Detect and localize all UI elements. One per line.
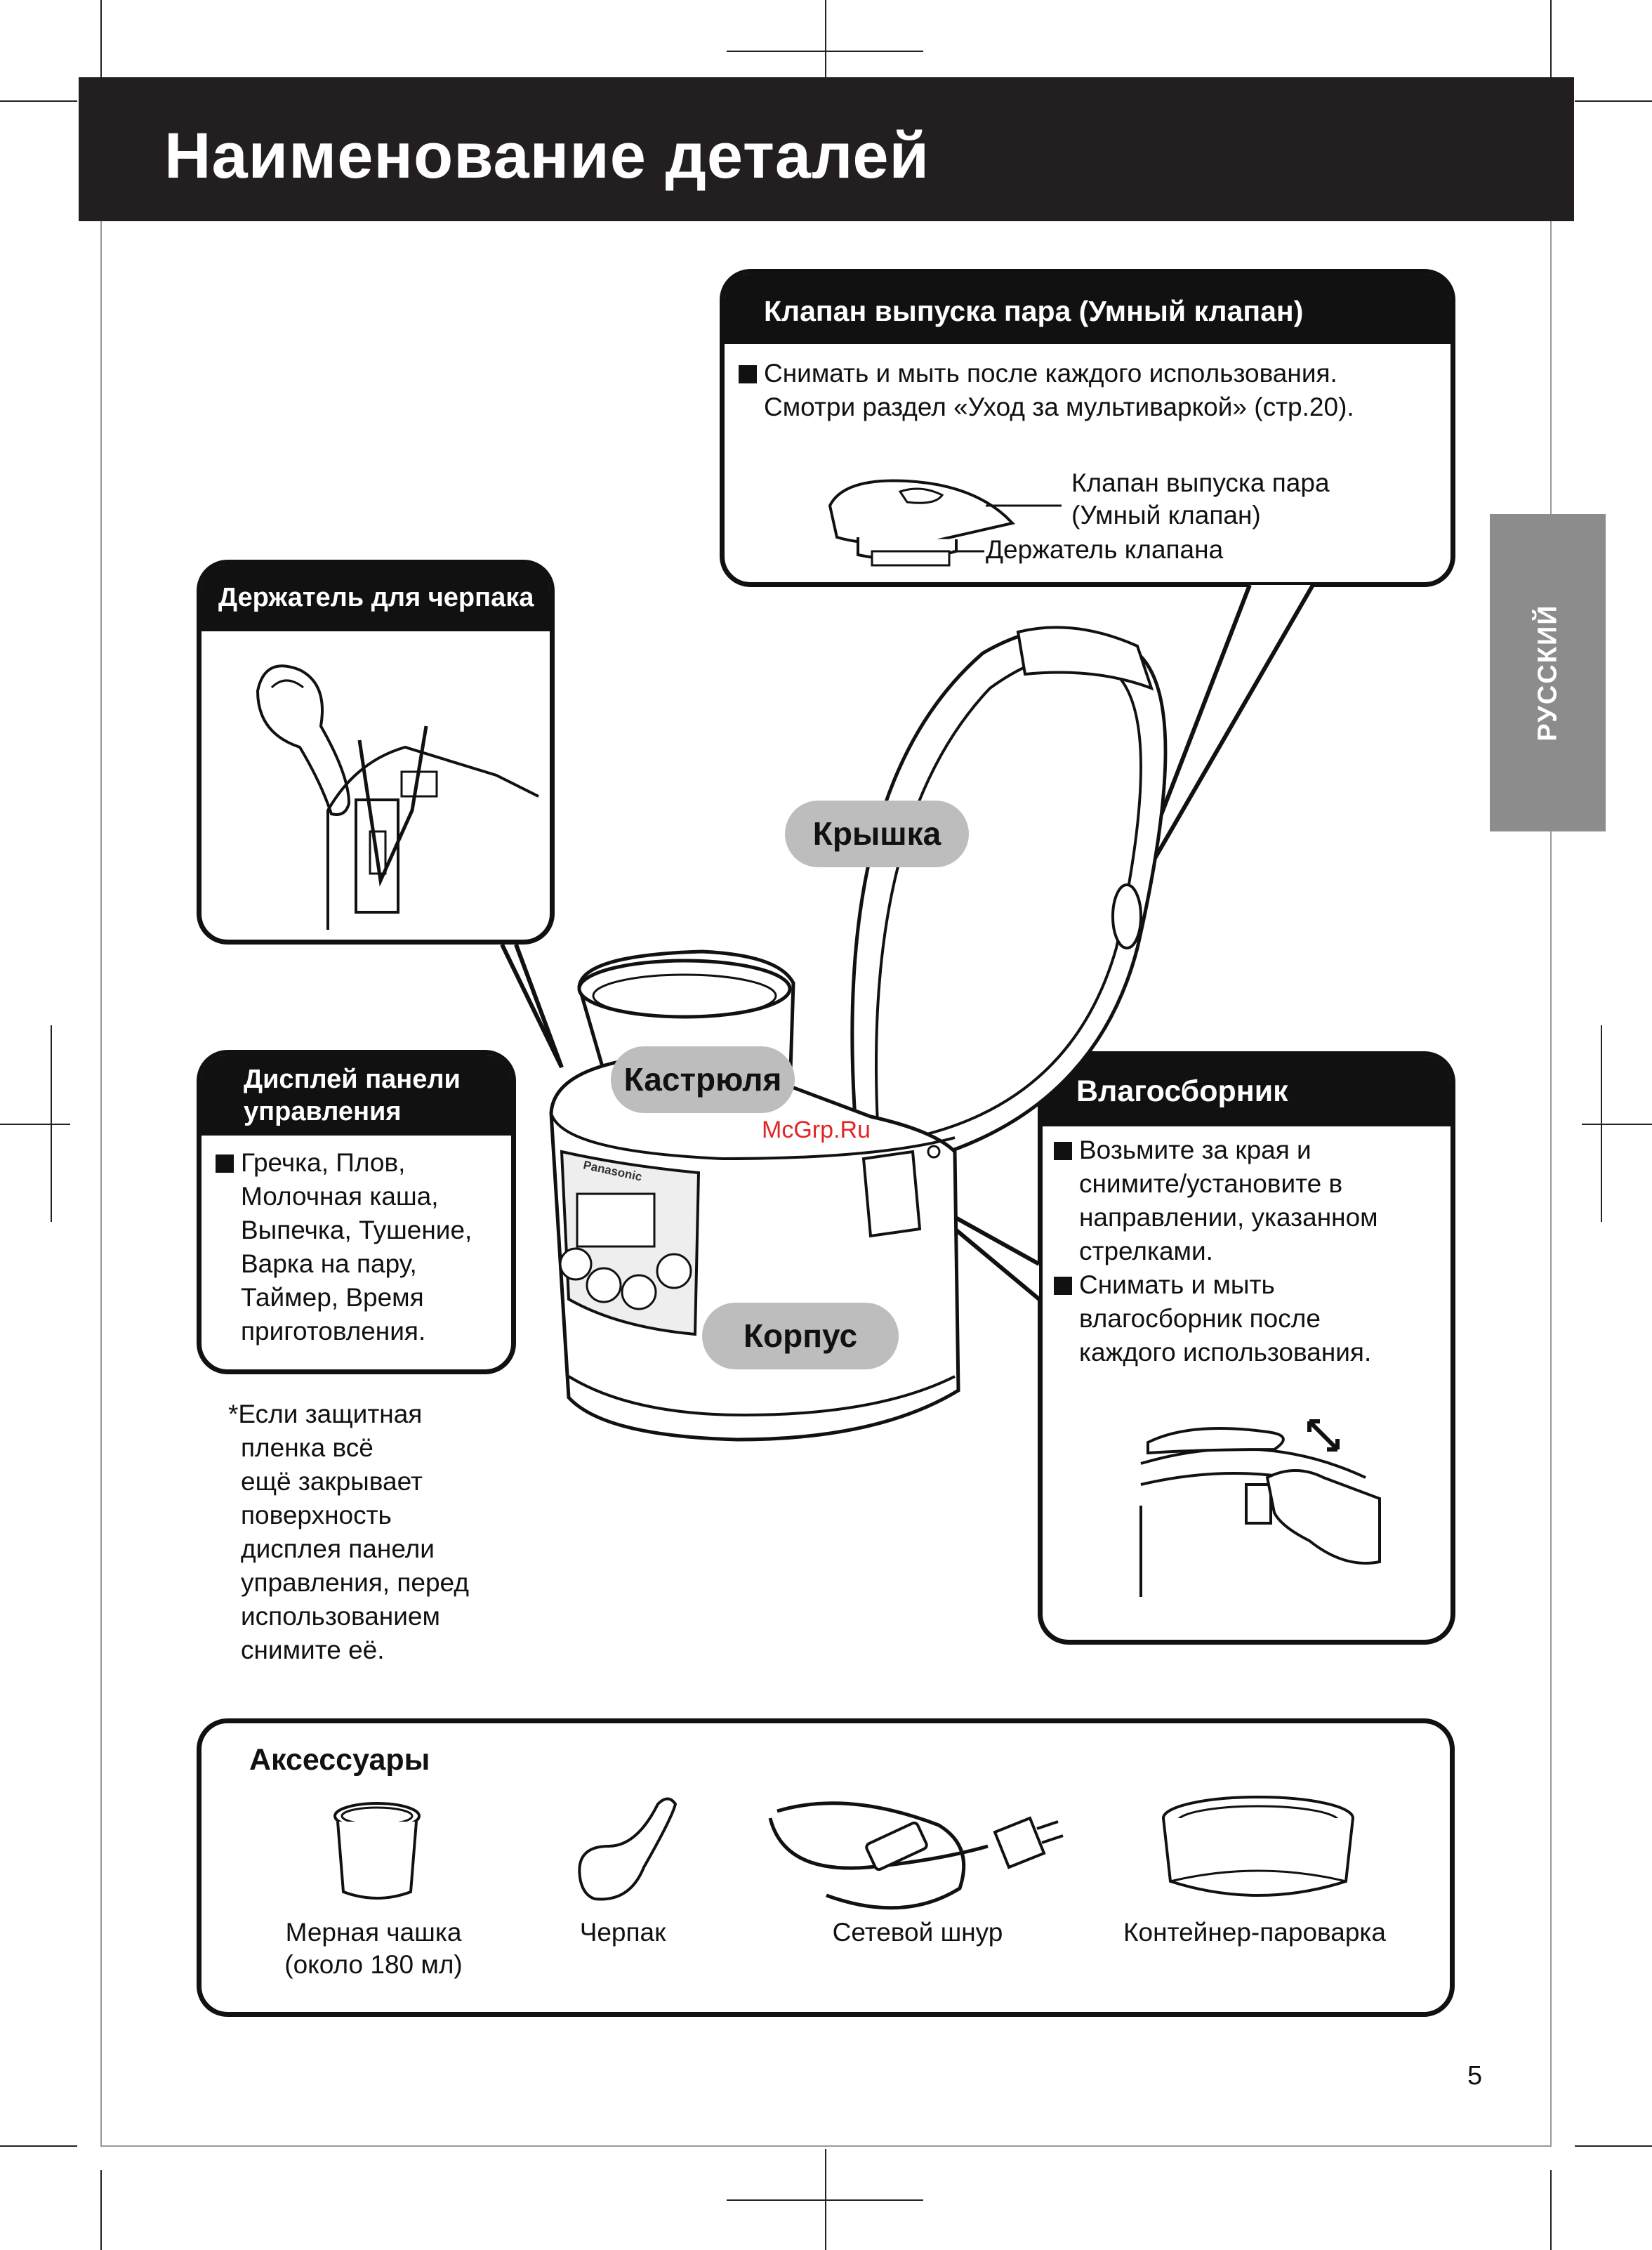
crop-mark	[1575, 100, 1652, 102]
accessories-title: Аксессуары	[249, 1743, 430, 1777]
pot-callout: Кастрюля	[611, 1046, 795, 1113]
condensation-collector-box: Влагосборник Возьмите за края и снимите/…	[1038, 1051, 1455, 1645]
page-number: 5	[1467, 2061, 1483, 2091]
bullet-square-icon	[1054, 1277, 1072, 1295]
bullet-square-icon	[739, 365, 757, 383]
steam-valve-instructions: Снимать и мыть после каждого использован…	[739, 357, 1354, 424]
crop-mark	[0, 100, 77, 102]
display-panel-box: Дисплей панели управления Гречка, Плов, …	[197, 1050, 516, 1374]
power-cord-icon	[768, 1801, 1064, 1910]
display-panel-title: Дисплей панели управления	[201, 1055, 511, 1136]
ladle-holder-box: Держатель для черпака	[197, 560, 555, 945]
protective-film-note: *Если защитная пленка всё ещё закрывает …	[228, 1400, 469, 1664]
valve-holder-label: Держатель клапана	[986, 535, 1224, 564]
crop-mark	[1582, 1124, 1652, 1125]
crop-mark	[727, 51, 923, 52]
crop-mark	[0, 1124, 70, 1125]
lid-callout: Крышка	[785, 801, 969, 867]
accessory-measuring-cup-label: Мерная чашка (около 180 мл)	[284, 1918, 463, 1979]
crop-mark	[100, 2145, 1552, 2147]
condensation-removal-illustration	[1139, 1419, 1381, 1597]
ladle-holder-illustration	[256, 664, 539, 930]
crop-mark	[1550, 0, 1552, 77]
steam-valve-title: Клапан выпуска пара (Умный клапан)	[725, 274, 1451, 344]
crop-mark	[1550, 221, 1552, 2145]
valve-label: Клапан выпуска пара (Умный клапан)	[1071, 468, 1330, 529]
language-tab: РУССКИЙ	[1490, 514, 1606, 831]
page-header: Наименование деталей	[79, 77, 1574, 221]
crop-mark	[0, 2145, 77, 2147]
steam-valve-leader-lines	[953, 504, 1062, 553]
page-title: Наименование деталей	[164, 120, 930, 192]
measuring-cup-icon	[333, 1802, 421, 1900]
crop-mark	[100, 2170, 102, 2250]
steam-valve-illustration	[828, 479, 1015, 567]
bullet-square-icon	[1054, 1142, 1072, 1160]
body-callout: Корпус	[702, 1303, 899, 1369]
accessories-box: Аксессуары Мерная чашка (около 180 мл) Ч…	[197, 1718, 1455, 2017]
ladle-icon	[578, 1797, 678, 1901]
bullet-square-icon	[216, 1154, 234, 1173]
accessory-ladle-label: Черпак	[579, 1918, 666, 1947]
crop-mark	[1550, 2170, 1552, 2250]
watermark: McGrp.Ru	[762, 1117, 871, 1143]
crop-mark	[825, 0, 826, 77]
condensation-collector-title: Влагосборник	[1043, 1056, 1451, 1126]
crop-mark	[100, 0, 102, 77]
steamer-basket-icon	[1162, 1796, 1354, 1897]
crop-mark	[1575, 2145, 1652, 2147]
accessory-steamer-label: Контейнер-пароварка	[1123, 1918, 1386, 1947]
ladle-holder-title: Держатель для черпака	[201, 565, 550, 631]
condensation-instructions: Возьмите за края и снимите/установите в …	[1054, 1133, 1378, 1369]
display-panel-modes: Гречка, Плов, Молочная каша, Выпечка, Ту…	[216, 1146, 472, 1348]
crop-mark	[100, 221, 102, 2145]
accessory-power-cord-label: Сетевой шнур	[832, 1918, 1003, 1947]
crop-mark	[727, 2199, 923, 2201]
steam-valve-box: Клапан выпуска пара (Умный клапан) Снима…	[720, 269, 1455, 587]
